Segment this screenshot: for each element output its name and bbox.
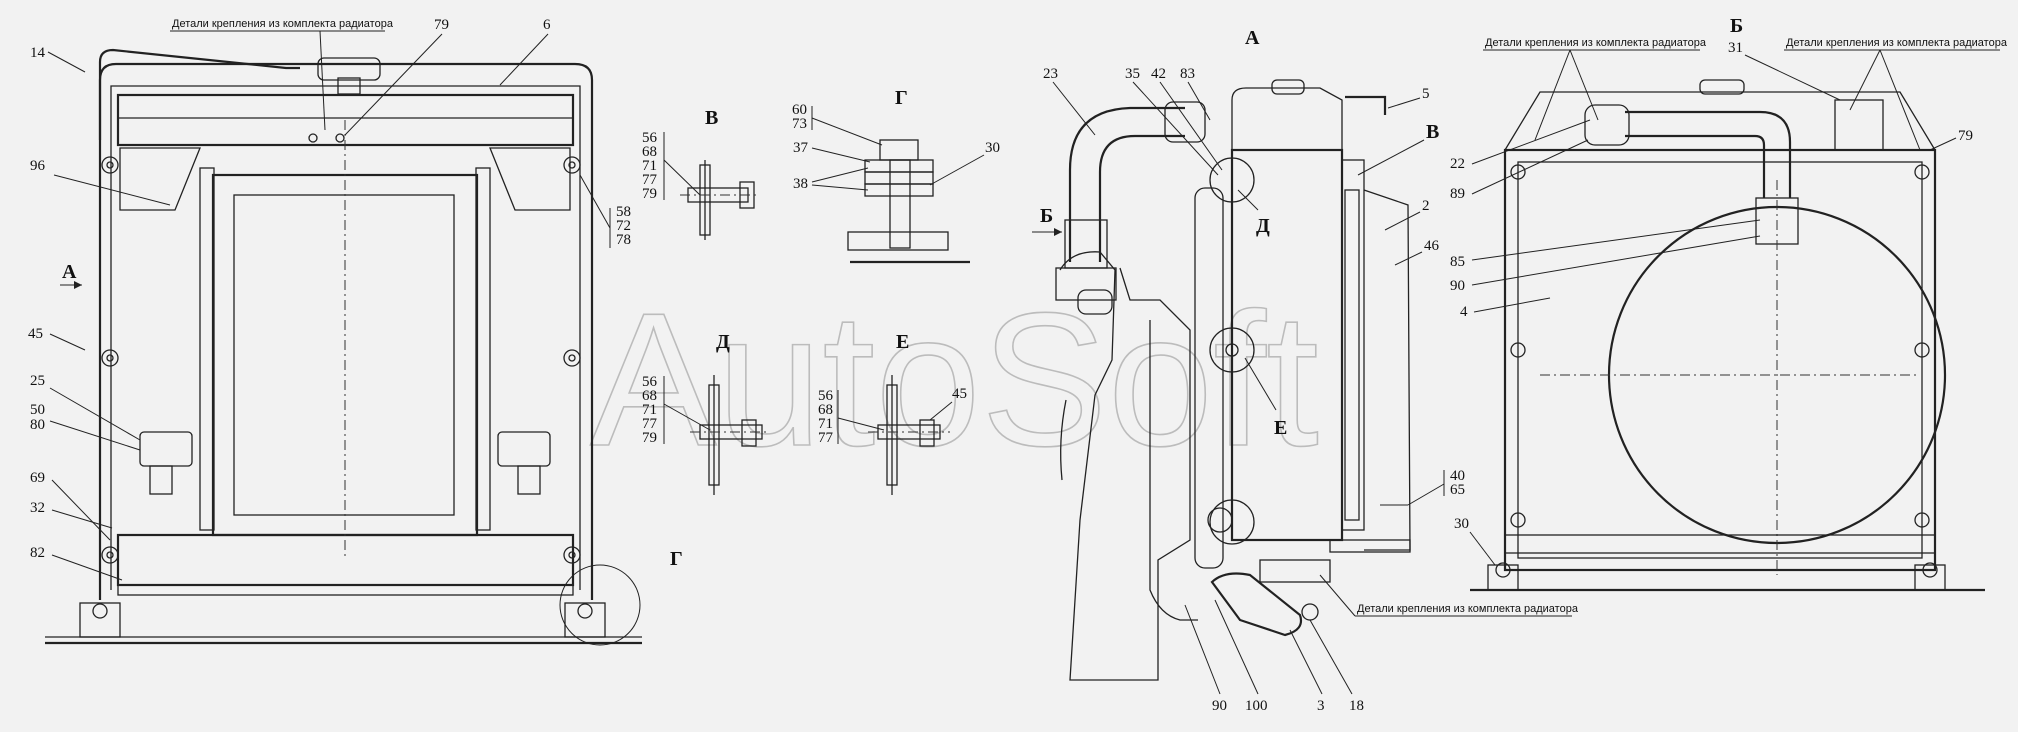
detail-g: Г 60 73 37 38 30 [792, 87, 1000, 264]
side-view-a: А [1055, 27, 1411, 681]
callout-2: 2 [1422, 198, 1430, 214]
callout-80: 80 [30, 417, 45, 433]
callout-v-56: 56 [642, 130, 658, 146]
side-view-callouts: 23 35 42 83 5 В Б Д Е 2 46 40 65 Детали … [1032, 66, 1579, 714]
callout-35: 35 [1125, 66, 1140, 82]
callout-46: 46 [1424, 238, 1440, 254]
callout-90-rear: 90 [1450, 278, 1465, 294]
callout-79-front: 79 [434, 17, 449, 33]
kit-parts-note-rear-left: Детали крепления из комплекта радиатора [1485, 37, 1707, 49]
view-label-e: Е [896, 331, 909, 353]
view-label-d-ref: Д [1256, 215, 1270, 237]
callout-v-77: 77 [642, 172, 658, 188]
front-view [45, 48, 642, 645]
callout-32: 32 [30, 500, 45, 516]
rear-view-callouts: Детали крепления из комплекта радиатора … [1450, 37, 2008, 566]
callout-30-rear: 30 [1454, 516, 1469, 532]
callout-89: 89 [1450, 186, 1465, 202]
view-label-a-top: А [1245, 27, 1260, 49]
callout-96: 96 [30, 158, 46, 174]
front-view-callouts: Детали крепления из комплекта радиатора … [28, 17, 683, 646]
callout-6: 6 [543, 17, 551, 33]
callout-90-side: 90 [1212, 698, 1227, 714]
callout-g-60: 60 [792, 102, 807, 118]
callout-22: 22 [1450, 156, 1465, 172]
detail-e: Е 56 68 71 77 45 [818, 331, 967, 495]
rear-view-b: Б [1470, 15, 1985, 592]
callout-78: 78 [616, 232, 631, 248]
callout-72: 72 [616, 218, 631, 234]
view-label-b-arrow: Б [1040, 205, 1053, 227]
callout-40: 40 [1450, 468, 1465, 484]
callout-50: 50 [30, 402, 45, 418]
callout-69: 69 [30, 470, 45, 486]
callout-g-73: 73 [792, 116, 807, 132]
kit-parts-note-rear-right: Детали крепления из комплекта радиатора [1786, 37, 2008, 49]
callout-25: 25 [30, 373, 45, 389]
callout-58: 58 [616, 204, 631, 220]
callout-v-68: 68 [642, 144, 657, 160]
callout-d-77: 77 [642, 416, 658, 432]
callout-42: 42 [1151, 66, 1166, 82]
callout-e-56: 56 [818, 388, 834, 404]
callout-31: 31 [1728, 40, 1743, 56]
kit-parts-note-side: Детали крепления из комплекта радиатора [1357, 603, 1579, 615]
callout-v-71: 71 [642, 158, 657, 174]
callout-d-56: 56 [642, 374, 658, 390]
watermark-text: AutoSoft [590, 274, 1319, 486]
view-label-v: В [705, 107, 718, 129]
view-label-v-ref: В [1426, 121, 1439, 143]
callout-d-71: 71 [642, 402, 657, 418]
callout-23: 23 [1043, 66, 1058, 82]
callout-e-77: 77 [818, 430, 834, 446]
callout-14: 14 [30, 45, 46, 61]
callout-d-79: 79 [642, 430, 657, 446]
callout-4: 4 [1460, 304, 1468, 320]
view-label-g-ref: Г [670, 548, 683, 570]
callout-82: 82 [30, 545, 45, 561]
view-label-g: Г [895, 87, 908, 109]
callout-5: 5 [1422, 86, 1430, 102]
view-label-b-top: Б [1730, 15, 1743, 37]
callout-85: 85 [1450, 254, 1465, 270]
callout-e-68: 68 [818, 402, 833, 418]
callout-18: 18 [1349, 698, 1364, 714]
callout-3: 3 [1317, 698, 1325, 714]
callout-v-79: 79 [642, 186, 657, 202]
callout-e-45: 45 [952, 386, 967, 402]
view-label-a-left: А [62, 261, 77, 283]
detail-d: Д 56 68 71 77 79 [642, 331, 770, 495]
callout-65: 65 [1450, 482, 1465, 498]
callout-79-rear: 79 [1958, 128, 1973, 144]
callout-e-71: 71 [818, 416, 833, 432]
view-label-d: Д [716, 331, 730, 353]
view-label-e-ref: Е [1274, 417, 1287, 439]
detail-v: В 56 68 71 77 79 [642, 107, 760, 240]
callout-g-37: 37 [793, 140, 809, 156]
callout-g-38: 38 [793, 176, 808, 192]
callout-45-front: 45 [28, 326, 43, 342]
kit-parts-note-top: Детали крепления из комплекта радиатора [172, 18, 394, 30]
callout-83: 83 [1180, 66, 1195, 82]
callout-100: 100 [1245, 698, 1268, 714]
callout-d-68: 68 [642, 388, 657, 404]
callout-g-30: 30 [985, 140, 1000, 156]
